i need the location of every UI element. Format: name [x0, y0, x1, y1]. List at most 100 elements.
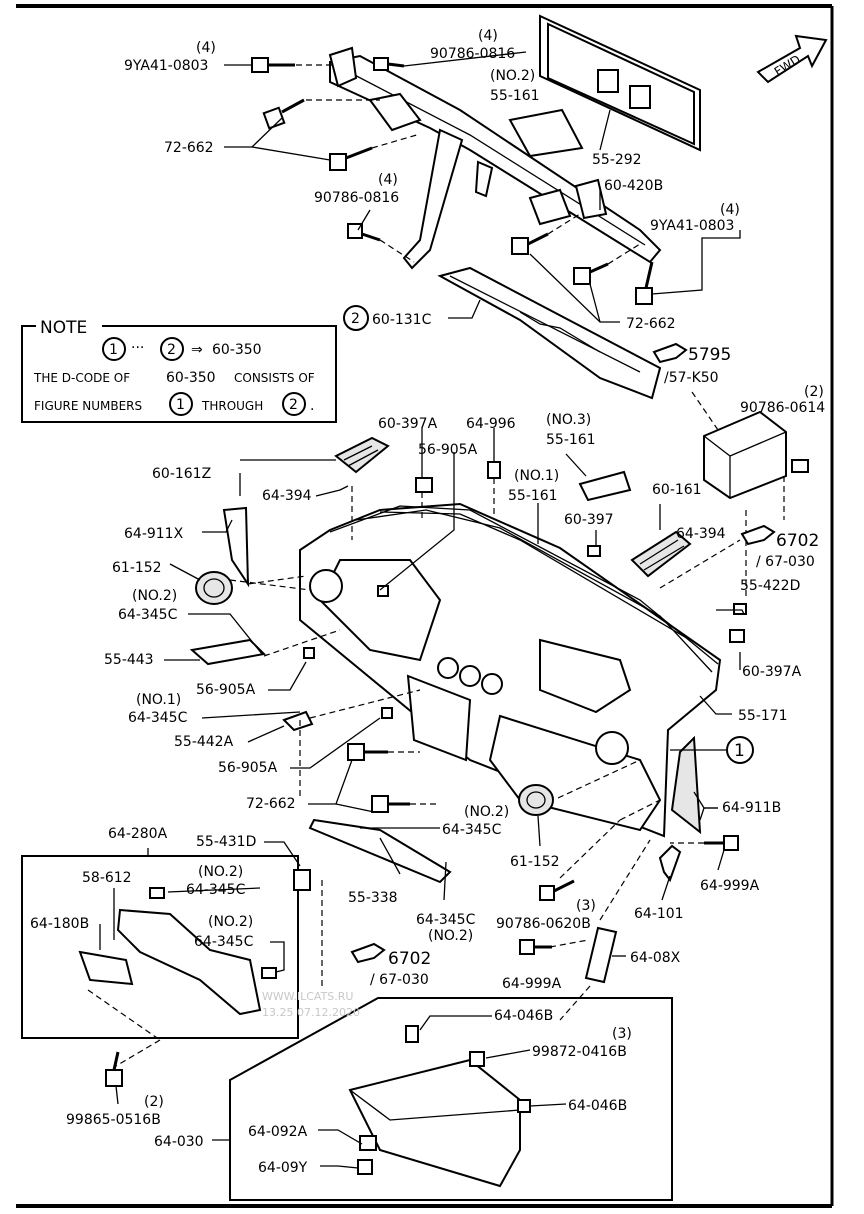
- label-64-996: 64-996: [466, 416, 516, 432]
- note-line3-a: FIGURE NUMBERS: [34, 399, 142, 413]
- label-ref-5795: 5795: [688, 345, 731, 365]
- label-64-046B-a: 64-046B: [494, 1008, 553, 1024]
- label-55-338: 55-338: [348, 890, 398, 906]
- part-labels: (4) 9YA41-0803 (4) 90786-0816 (NO.2) 55-…: [30, 28, 825, 1176]
- label-60-397A-b: 60-397A: [742, 664, 802, 680]
- label-64-999A-a: 64-999A: [700, 878, 760, 894]
- note-circle-2: [160, 337, 184, 361]
- label-55-442A: 55-442A: [174, 734, 234, 750]
- label-ref-6702-a: 6702: [776, 531, 819, 551]
- label-56-905A-a: 56-905A: [418, 442, 478, 458]
- label-60-397: 60-397: [564, 512, 614, 528]
- bolt-72-662-c-icon: [511, 232, 549, 255]
- note-circle-1: [102, 337, 126, 361]
- label-90786-0816-mid: 90786-0816: [314, 190, 399, 206]
- watermark-line1: WWW.ILCATS.RU: [262, 990, 353, 1003]
- label-64-394-a: 64-394: [262, 488, 312, 504]
- panel-55-443: [189, 638, 267, 666]
- side-panel-64-911B: [670, 735, 702, 835]
- vent-61-152-a: [195, 571, 233, 605]
- fwd-arrow-icon: FWD: [756, 34, 828, 84]
- note-line2-c: CONSISTS OF: [234, 371, 315, 385]
- label-72-662-b: 72-662: [626, 316, 676, 332]
- clip-56-905A-b: [303, 647, 315, 659]
- bolt-9YA41-0803-mid-icon: [635, 261, 654, 305]
- note-line3-b: THROUGH: [201, 399, 263, 413]
- label-90786-0816: 90786-0816: [430, 46, 515, 62]
- box-64-280A: [21, 855, 311, 1039]
- note-line3-circle-2: [282, 392, 306, 416]
- label-64-101: 64-101: [634, 906, 684, 922]
- label-55-443: 55-443: [104, 652, 154, 668]
- label-55-171: 55-171: [738, 708, 788, 724]
- label-64-08X: 64-08X: [630, 950, 681, 966]
- label-99872-0416B: 99872-0416B: [532, 1044, 627, 1060]
- vent-61-152-b: [518, 784, 554, 816]
- note-line2-b: 60-350: [166, 370, 216, 386]
- bolt-9YA41-0803-icon: [251, 57, 295, 73]
- bolt-90786-0816-top-icon: [373, 57, 405, 71]
- bolt-72-662-d-icon: [573, 262, 609, 285]
- watermark-line2: 13.25 07.12.2020: [262, 1006, 360, 1019]
- clip-64-996: [487, 461, 501, 479]
- pad-55-161-no3: [578, 470, 632, 502]
- note-line3-circle-1-label: 1: [176, 397, 185, 413]
- label-9YA41-0803-qty: (4): [196, 40, 216, 56]
- note-title: NOTE: [40, 318, 87, 338]
- pad-55-161-no2: [508, 108, 584, 158]
- label-99865-0516B-qty: (2): [144, 1094, 164, 1110]
- label-55-161-no3-note: (NO.3): [546, 412, 591, 428]
- label-64-345C-no2-e: 64-345C: [416, 912, 476, 928]
- label-64-046B-b: 64-046B: [568, 1098, 627, 1114]
- note-line3-end: .: [310, 398, 314, 414]
- note-circle-2-label: 2: [167, 342, 176, 358]
- label-ref-67030-b: / 67-030: [370, 972, 429, 988]
- label-64-999A-b: 64-999A: [502, 976, 562, 992]
- label-60-161: 60-161: [652, 482, 702, 498]
- label-55-161-no2: 55-161: [490, 88, 540, 104]
- insulator-55-292: [539, 14, 701, 152]
- dash-cross-member: [328, 46, 662, 270]
- box-64-030: [229, 997, 673, 1201]
- clip-60-397A-b: [729, 629, 745, 643]
- assembly-lines: [87, 64, 785, 1067]
- panel-55-442A: [282, 710, 314, 732]
- clip-55-422D: [733, 603, 747, 615]
- label-58-612: 58-612: [82, 870, 132, 886]
- label-ref-57K50: /57-K50: [664, 370, 719, 386]
- bolt-64-999A-b-icon: [519, 939, 552, 955]
- label-64-345C-no2-a-note: (NO.2): [132, 588, 177, 604]
- note-line2-a: THE D-CODE OF: [33, 371, 130, 385]
- note-code: 60-350: [212, 342, 262, 358]
- label-60-131C: 60-131C: [372, 312, 432, 328]
- bolt-90786-0816-mid-icon: [347, 223, 381, 242]
- label-64-345C-no1: 64-345C: [128, 710, 188, 726]
- label-64-09Y: 64-09Y: [258, 1160, 308, 1176]
- label-55-431D: 55-431D: [196, 834, 256, 850]
- note-line3-circle-1: [169, 392, 193, 416]
- note-circle-1-label: 1: [109, 342, 118, 358]
- label-64-345C-no2-d: 64-345C: [194, 934, 254, 950]
- label-55-292: 55-292: [592, 152, 642, 168]
- clip-56-905A-a: [377, 585, 389, 597]
- bolt-72-662-b-icon: [329, 146, 373, 171]
- label-9YA41-0803-mid-qty: (4): [720, 202, 740, 218]
- label-72-662-a: 72-662: [164, 140, 214, 156]
- label-55-161-no1: 55-161: [508, 488, 558, 504]
- label-64-345C-no2-c-note: (NO.2): [198, 864, 243, 880]
- label-90786-0620B: 90786-0620B: [496, 916, 591, 932]
- label-64-345C-no2-d-note: (NO.2): [208, 914, 253, 930]
- label-64-345C-no2-a: 64-345C: [118, 607, 178, 623]
- vent-60-161: [630, 530, 692, 578]
- label-64-280A: 64-280A: [108, 826, 168, 842]
- label-60-161Z: 60-161Z: [152, 466, 211, 482]
- bolt-72-662-a-icon: [262, 98, 305, 130]
- pointing-hand-icon: [652, 342, 688, 364]
- bolt-64-999A-a-icon: [704, 835, 739, 851]
- clip-56-905A-c: [381, 707, 393, 719]
- leader-lines: [99, 51, 745, 1169]
- bolt-72-662-e-icon: [347, 743, 388, 761]
- bracket-64-101-icon: [658, 844, 682, 883]
- label-55-161-no3: 55-161: [546, 432, 596, 448]
